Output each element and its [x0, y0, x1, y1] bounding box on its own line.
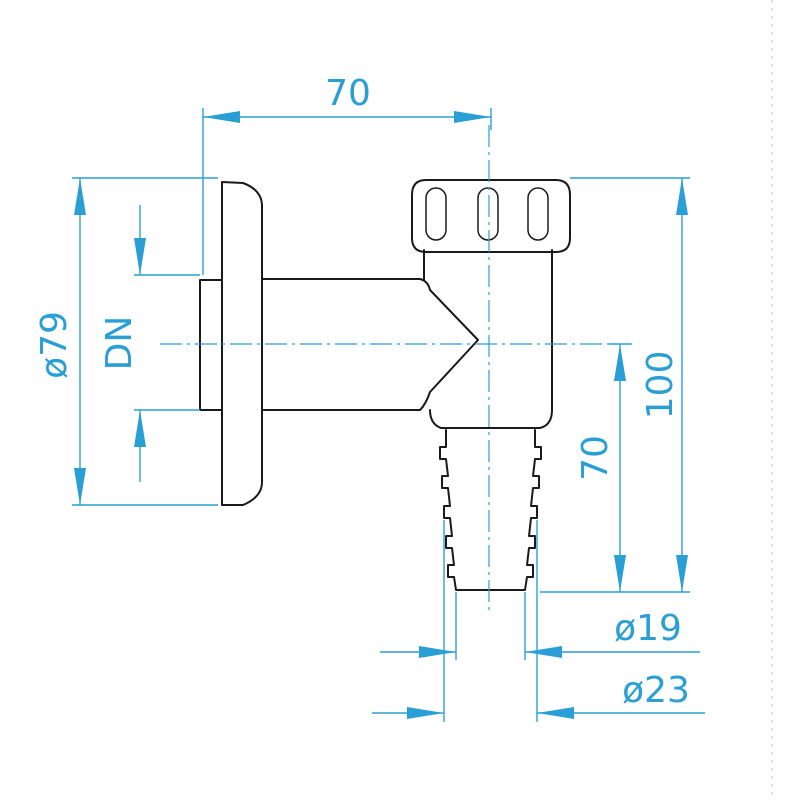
cap-groove-3	[527, 187, 549, 241]
dimension-label-diameter-19: ø19	[614, 608, 682, 649]
dimension-diameter-79: ø79	[34, 177, 218, 506]
dimension-diameter-19: ø19	[380, 592, 700, 660]
dimension-height-70: 70	[575, 343, 632, 592]
dimension-height-100: 100	[540, 177, 690, 593]
dimension-label-dn: DN	[99, 316, 140, 371]
cap-groove-1	[425, 187, 447, 241]
cap-groove-2	[477, 187, 499, 241]
dimension-label-width-70: 70	[325, 73, 371, 114]
dimension-label-diameter-23: ø23	[622, 670, 690, 711]
dimension-label-height-100: 100	[640, 351, 681, 420]
hose-nozzle	[439, 429, 542, 591]
dimension-dn: DN	[99, 205, 200, 482]
wall-flange	[221, 181, 263, 506]
inlet-stub	[199, 279, 223, 411]
dimension-label-height-70: 70	[575, 435, 616, 481]
dimension-diameter-23: ø23	[372, 520, 705, 722]
valve-part	[199, 179, 571, 591]
dimension-width-70: 70	[202, 73, 492, 275]
vertical-housing	[423, 249, 553, 429]
knurled-cap	[411, 179, 571, 253]
dimension-label-diameter-79: ø79	[34, 311, 75, 379]
